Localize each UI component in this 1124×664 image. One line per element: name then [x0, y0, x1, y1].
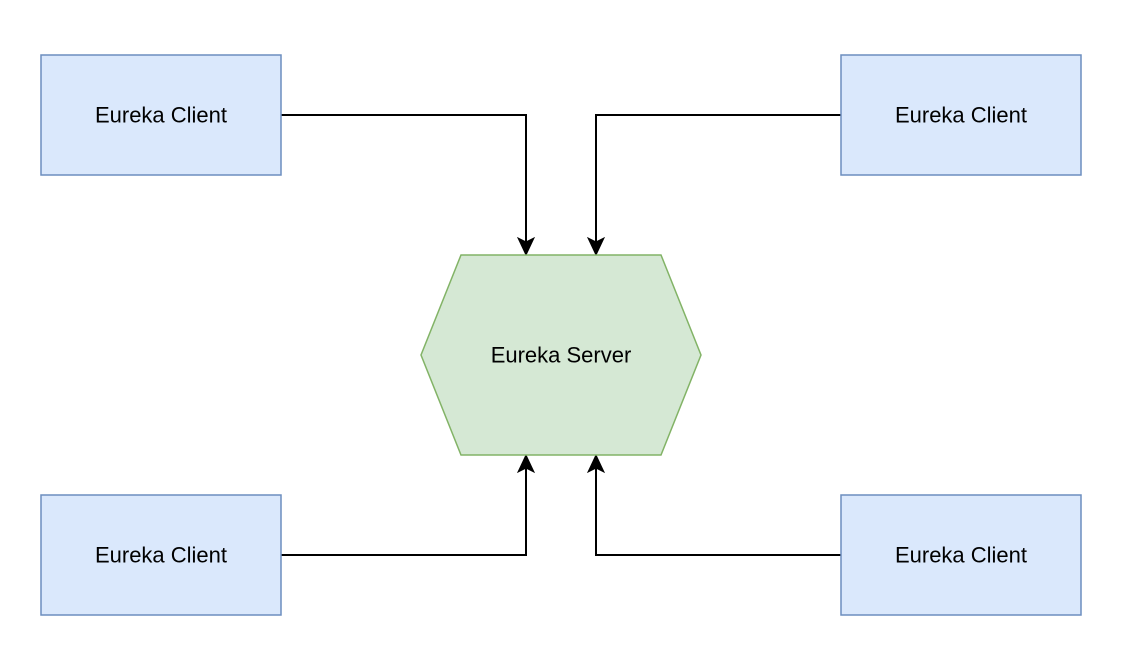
connectors [281, 114, 841, 556]
connector-top-right [595, 114, 841, 242]
arrowhead-top-right [586, 236, 606, 257]
server-hexagon [420, 254, 702, 456]
server-node[interactable]: Eureka Server [420, 254, 702, 456]
connector-top-left [281, 114, 527, 242]
client-node-bottom-left[interactable]: Eureka Client [40, 494, 282, 616]
client-box [40, 54, 282, 176]
client-label: Eureka Client [95, 543, 227, 568]
client-box [840, 494, 1082, 616]
connector-bottom-left [281, 468, 527, 556]
client-node-top-right[interactable]: Eureka Client [840, 54, 1082, 176]
client-node-bottom-right[interactable]: Eureka Client [840, 494, 1082, 616]
client-label: Eureka Client [895, 543, 1027, 568]
arrowhead-bottom-right [586, 453, 606, 474]
client-box [40, 494, 282, 616]
client-box [840, 54, 1082, 176]
connector-bottom-right [595, 468, 841, 556]
arrowhead-bottom-left [516, 453, 536, 474]
client-node-top-left[interactable]: Eureka Client [40, 54, 282, 176]
server-label: Eureka Server [491, 343, 632, 368]
arrowhead-top-left [516, 236, 536, 257]
client-label: Eureka Client [95, 103, 227, 128]
client-label: Eureka Client [895, 103, 1027, 128]
